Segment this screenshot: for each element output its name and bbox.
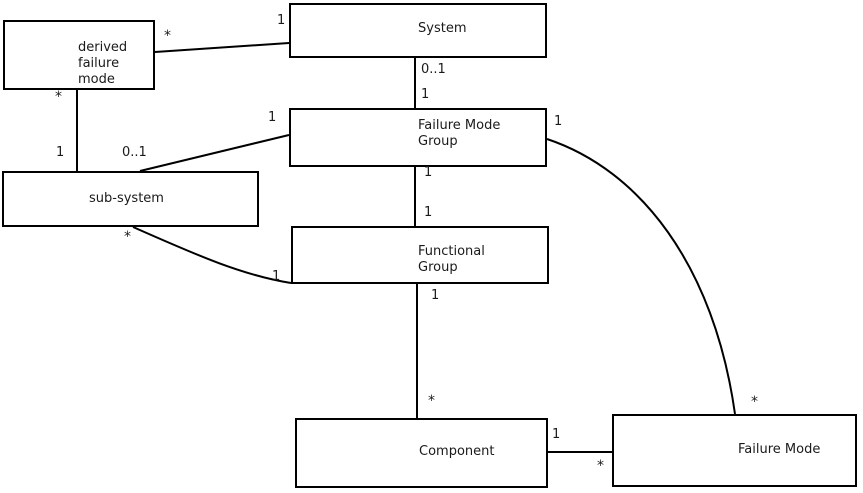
multiplicity-subsystem-to-dfm-one: 1 bbox=[56, 145, 65, 160]
multiplicity-fmg-to-fg-one: 1 bbox=[424, 165, 433, 180]
multiplicity-dfm-to-system-star: * bbox=[164, 28, 171, 44]
class-box-sub-system[interactable] bbox=[2, 171, 259, 227]
multiplicity-fg-to-fmg-one: 1 bbox=[424, 205, 433, 220]
multiplicity-dfm-to-subsystem-star: * bbox=[55, 89, 62, 105]
multiplicity-failuremode-to-fmg-star: * bbox=[751, 394, 758, 410]
multiplicity-failuremode-to-component-star: * bbox=[597, 458, 604, 474]
class-name-failure-mode: Failure Mode bbox=[738, 442, 821, 457]
multiplicity-fg-to-component-one: 1 bbox=[431, 288, 440, 303]
association-derived-failure-mode--system bbox=[154, 42, 290, 53]
multiplicity-subsystem-to-fg-star: * bbox=[124, 229, 131, 245]
multiplicity-fmg-to-failuremode-one: 1 bbox=[554, 114, 563, 129]
class-box-functional-group[interactable] bbox=[291, 226, 549, 284]
class-name-failure-mode-group: Failure Mode Group bbox=[418, 118, 501, 149]
class-name-functional-group: Functional Group bbox=[418, 244, 485, 275]
class-box-component[interactable] bbox=[295, 418, 548, 488]
class-name-derived-failure-mode: derived failure mode bbox=[78, 40, 128, 87]
class-box-failure-mode-group[interactable] bbox=[289, 108, 547, 167]
class-box-failure-mode[interactable] bbox=[612, 414, 857, 487]
association-sub-system--failure-mode-group bbox=[139, 134, 290, 172]
multiplicity-fmg-to-system-one: 1 bbox=[421, 87, 430, 102]
class-name-sub-system: sub-system bbox=[89, 191, 164, 206]
multiplicity-component-to-fg-star: * bbox=[428, 393, 435, 409]
multiplicity-fg-to-subsystem-one: 1 bbox=[272, 269, 281, 284]
multiplicity-subsystem-to-fmg-zero-one: 0..1 bbox=[122, 145, 147, 160]
multiplicity-component-to-failuremode-one: 1 bbox=[552, 427, 561, 442]
multiplicity-system-to-fmg-zero-one: 0..1 bbox=[421, 62, 446, 77]
association-sub-system--functional-group bbox=[132, 226, 292, 284]
class-box-derived-failure-mode[interactable] bbox=[3, 20, 155, 90]
association-failure-mode-group--failure-mode bbox=[546, 138, 736, 415]
multiplicity-system-to-dfm-one: 1 bbox=[277, 13, 286, 28]
class-name-system: System bbox=[418, 21, 467, 36]
class-name-component: Component bbox=[419, 444, 495, 459]
multiplicity-fmg-to-subsystem-one: 1 bbox=[268, 110, 277, 125]
class-box-system[interactable] bbox=[289, 3, 547, 58]
